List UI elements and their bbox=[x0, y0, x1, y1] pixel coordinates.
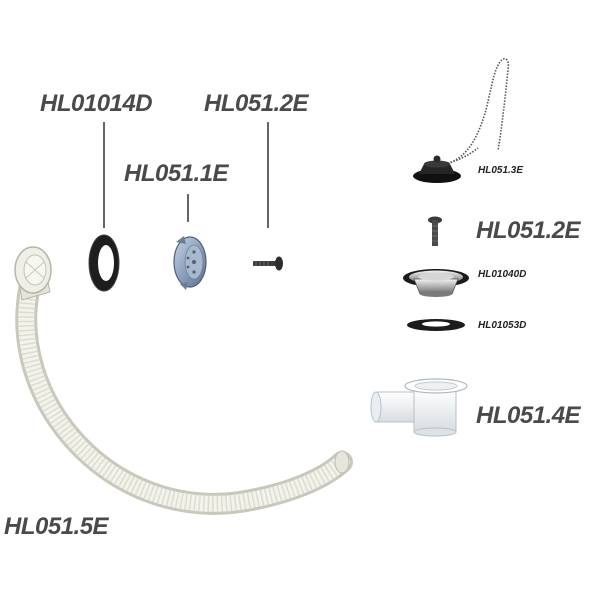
label-outlet-body: HL051.4E bbox=[476, 402, 581, 429]
label-screw-top: HL051.2E bbox=[204, 90, 309, 117]
plug-with-chain-part bbox=[413, 57, 510, 183]
screw-part bbox=[253, 256, 283, 271]
rubber-washer-part bbox=[88, 234, 120, 292]
strainer-part bbox=[403, 269, 469, 297]
bolt-part bbox=[428, 216, 442, 246]
outlet-body-part bbox=[370, 378, 468, 437]
flat-gasket-part bbox=[407, 319, 465, 331]
label-grid-plate: HL051.1E bbox=[124, 160, 229, 187]
label-plug-chain: HL051.3E bbox=[478, 165, 524, 176]
grid-plate-part bbox=[173, 236, 207, 290]
label-screw-right: HL051.2E bbox=[476, 217, 581, 244]
label-gasket-right: HL01053D bbox=[478, 320, 527, 331]
label-washer-top: HL01014D bbox=[40, 90, 153, 117]
label-strainer: HL01040D bbox=[478, 269, 527, 280]
label-hose: HL051.5E bbox=[4, 513, 109, 540]
flexible-hose bbox=[14, 246, 353, 515]
